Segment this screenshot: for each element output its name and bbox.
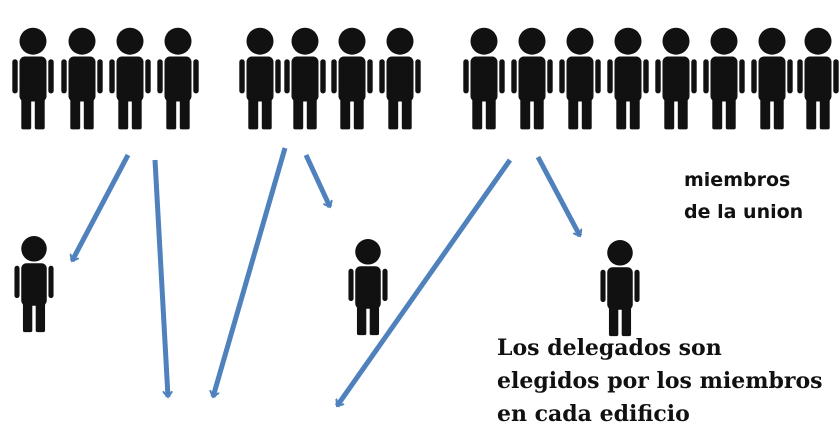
person-icon bbox=[600, 240, 640, 337]
arrow bbox=[213, 147, 288, 397]
caption-line2: elegidos por los miembros bbox=[497, 368, 823, 394]
caption-line3: en cada edificio bbox=[497, 401, 690, 427]
person-icon bbox=[379, 27, 421, 130]
person-icon bbox=[797, 27, 839, 130]
person-icon bbox=[511, 27, 553, 130]
person-icon bbox=[559, 27, 601, 130]
arrow bbox=[303, 153, 330, 207]
members-label-line1: miembros bbox=[684, 169, 791, 191]
person-icon bbox=[331, 27, 373, 130]
person-icon bbox=[463, 27, 505, 130]
person-icon bbox=[239, 27, 281, 130]
caption-line1: Los delegados son bbox=[497, 335, 722, 361]
election-caption: Los delegados son elegidos por los miemb… bbox=[497, 332, 823, 431]
person-icon bbox=[157, 27, 199, 130]
election-arrows bbox=[72, 147, 580, 408]
person-icon bbox=[284, 27, 326, 130]
arrow bbox=[334, 158, 513, 408]
person-icon bbox=[655, 27, 697, 130]
arrow bbox=[535, 155, 580, 236]
person-icon bbox=[607, 27, 649, 130]
union-members-group bbox=[12, 27, 839, 130]
person-icon bbox=[751, 27, 793, 130]
person-icon bbox=[703, 27, 745, 130]
person-icon bbox=[61, 27, 103, 130]
members-label: miembros de la union bbox=[684, 164, 803, 228]
person-icon bbox=[109, 27, 151, 130]
person-icon bbox=[12, 27, 54, 130]
person-icon bbox=[14, 236, 54, 333]
members-label-line2: de la union bbox=[684, 201, 804, 223]
delegates-group bbox=[14, 236, 640, 337]
arrow bbox=[152, 159, 168, 397]
person-icon bbox=[348, 239, 388, 336]
arrow bbox=[72, 153, 131, 261]
